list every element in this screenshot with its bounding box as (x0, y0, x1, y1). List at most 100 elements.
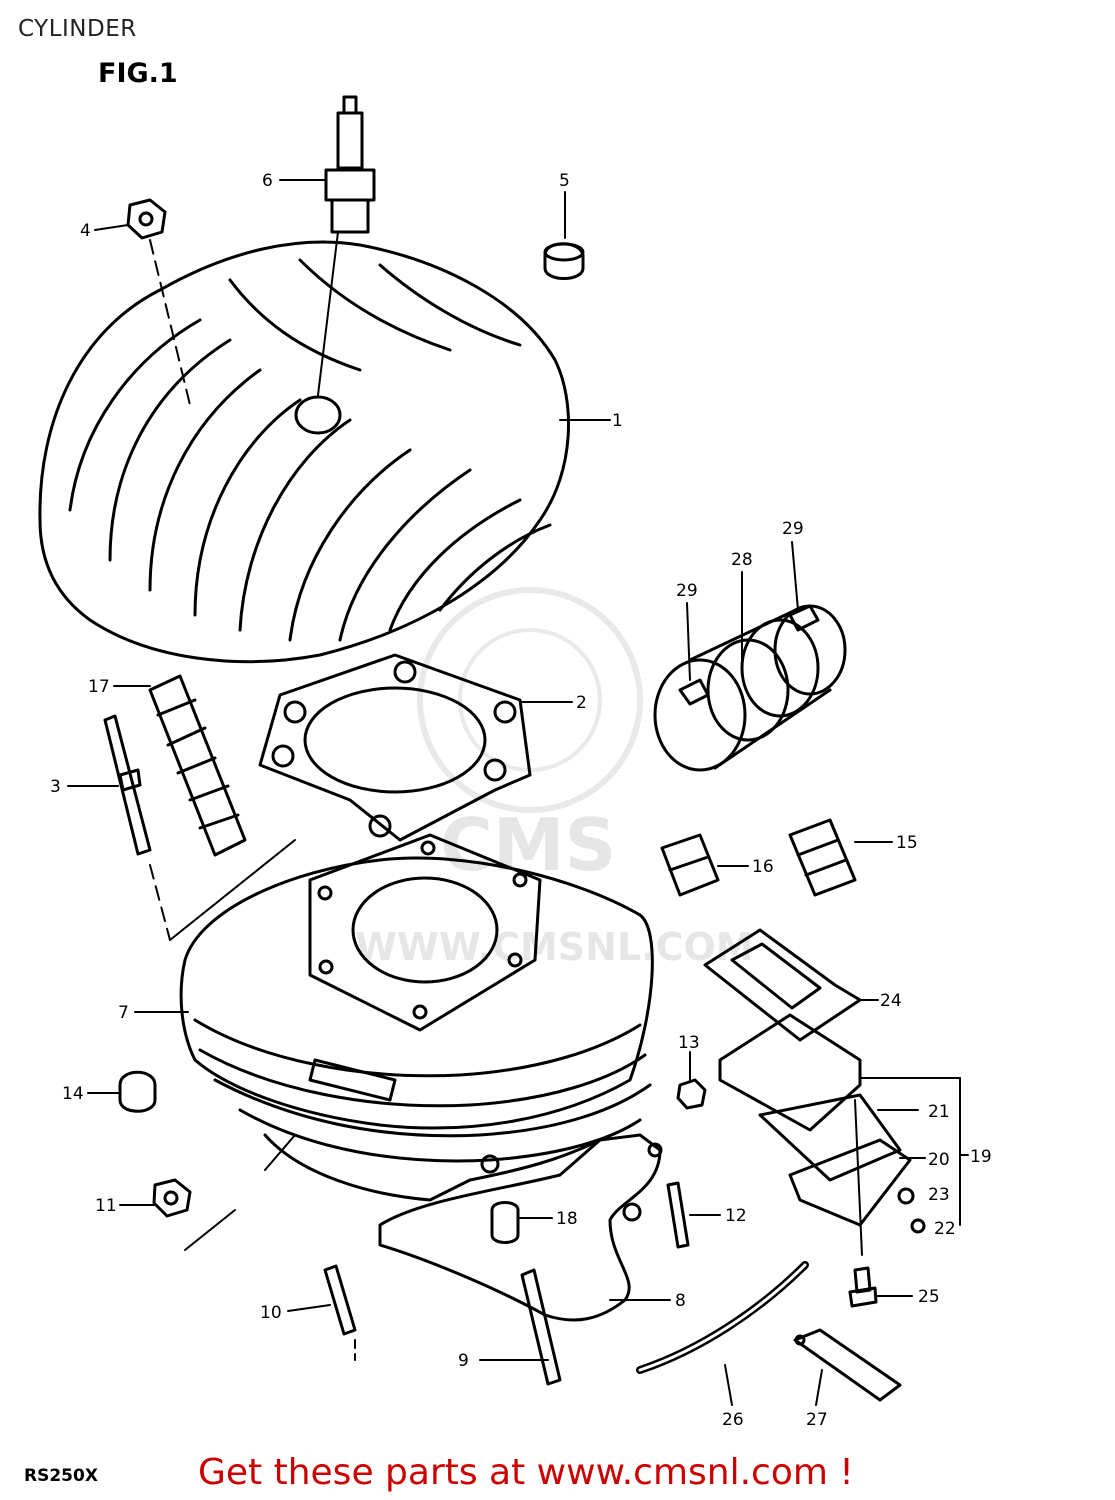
leader-line (724, 1364, 733, 1406)
cylinder-stud-hole (512, 872, 528, 888)
cylinder-fin (198, 1048, 647, 1108)
nut-11-hole (163, 1190, 179, 1206)
reed-screw-axis (854, 1099, 863, 1256)
cylinder-top-flange (308, 833, 542, 1032)
callout-4: 4 (80, 221, 91, 241)
leader-line (791, 541, 799, 611)
stud-bolt-3 (103, 714, 296, 941)
stud-bolt-axis (149, 864, 171, 941)
reed-screw-23 (897, 1187, 915, 1205)
cylinder-head-fin (148, 368, 262, 592)
callout-20: 20 (928, 1150, 950, 1170)
rubber-mount-15-rib (796, 838, 840, 857)
damper-rib (198, 813, 240, 830)
clamp-29 (678, 678, 710, 706)
stud-bolt-collar (118, 768, 142, 792)
clip-27 (793, 1328, 902, 1402)
intake-pipe-edge (688, 606, 802, 662)
cylinder-head (38, 240, 571, 664)
reed-gasket-24 (703, 928, 862, 1042)
gasket-hole (368, 814, 392, 838)
callout-28: 28 (731, 550, 753, 570)
intake-pipe-end (653, 658, 747, 772)
head-nut (126, 198, 167, 240)
watermark-url: WWW.CMSNL.COM (355, 925, 754, 969)
callout-labels: 1 2 3 4 5 6 7 8 9 10 11 12 13 14 15 16 1… (50, 171, 992, 1430)
stud-bolt-body (103, 714, 152, 856)
hose-26 (636, 1261, 809, 1374)
reed-valve-stopper (788, 1138, 912, 1227)
intake-pipe-edge (713, 688, 832, 770)
model-code: RS250X (24, 1466, 98, 1486)
cylinder-head-fin (438, 523, 552, 612)
gasket-hole (283, 700, 307, 724)
callout-23: 23 (928, 1185, 950, 1205)
callout-21: 21 (928, 1102, 950, 1122)
cylinder-callout-lead (264, 1134, 296, 1171)
rubber-mount-15 (788, 818, 857, 897)
gasket-hole (493, 700, 517, 724)
cylinder-head-fin (68, 318, 202, 512)
rubber-mount-15-rib (804, 858, 848, 877)
callout-29a: 29 (676, 581, 698, 601)
spark-plug (317, 95, 376, 396)
cylinder-head-fin (193, 398, 302, 617)
watermark: CMS WWW.CMSNL.COM (355, 587, 754, 969)
callout-5: 5 (559, 171, 570, 191)
callout-11: 11 (95, 1196, 117, 1216)
gasket-hole (483, 758, 507, 782)
washer-5-top (543, 242, 585, 262)
callout-10: 10 (260, 1303, 282, 1323)
cylinder-head-fin (228, 278, 362, 372)
damper-rib (176, 756, 217, 775)
callout-24: 24 (880, 991, 902, 1011)
cylinder-head-fin (298, 258, 452, 352)
head-nut-hole (138, 211, 154, 227)
cylinder-fin (193, 1018, 642, 1078)
stud-bolt-10 (323, 1264, 357, 1336)
dowel-18 (490, 1201, 520, 1244)
stud-bolt-9 (520, 1268, 562, 1386)
leader-line (94, 224, 129, 231)
base-gasket-hole (647, 1142, 663, 1158)
cylinder-bore (351, 876, 499, 984)
callout-27: 27 (806, 1410, 828, 1430)
callout-18: 18 (556, 1209, 578, 1229)
callout-12: 12 (725, 1206, 747, 1226)
gasket-hole (271, 744, 295, 768)
promo-link[interactable]: Get these parts at www.cmsnl.com ! (198, 1452, 854, 1493)
cylinder-head-fin (388, 498, 522, 632)
cylinder-block-top (179, 856, 654, 1130)
head-gasket-outline (258, 653, 532, 842)
callout-8: 8 (675, 1291, 686, 1311)
reed-valve-petal (758, 1093, 902, 1182)
cylinder-base (263, 1133, 602, 1202)
clip-27-hole (794, 1334, 806, 1346)
cylinder-fin (213, 1078, 652, 1138)
cap-14 (118, 1070, 157, 1113)
leader-line (686, 602, 691, 681)
screw-25-head (848, 1286, 878, 1308)
rubber-damper-17 (148, 674, 247, 857)
callout-2: 2 (576, 693, 587, 713)
callout-6: 6 (262, 171, 273, 191)
callout-29b: 29 (782, 519, 804, 539)
cylinder-head-fin (378, 263, 522, 347)
callout-9: 9 (458, 1351, 469, 1371)
callout-19: 19 (970, 1147, 992, 1167)
head-gasket (258, 653, 532, 842)
page-title: CYLINDER (18, 16, 137, 42)
hose-26-inner (638, 1263, 807, 1372)
leader-line (815, 1369, 823, 1406)
callout-17: 17 (88, 677, 110, 697)
cylinder-block (179, 833, 654, 1202)
leader-lines (67, 179, 969, 1406)
rubber-mount-16-rib (668, 855, 710, 872)
callout-13: 13 (678, 1033, 700, 1053)
callout-22: 22 (934, 1219, 956, 1239)
clamp-29 (788, 604, 820, 632)
figure-label: FIG.1 (98, 58, 178, 89)
stud-bolt-axis (169, 839, 296, 941)
cylinder-stud-hole (412, 1004, 428, 1020)
